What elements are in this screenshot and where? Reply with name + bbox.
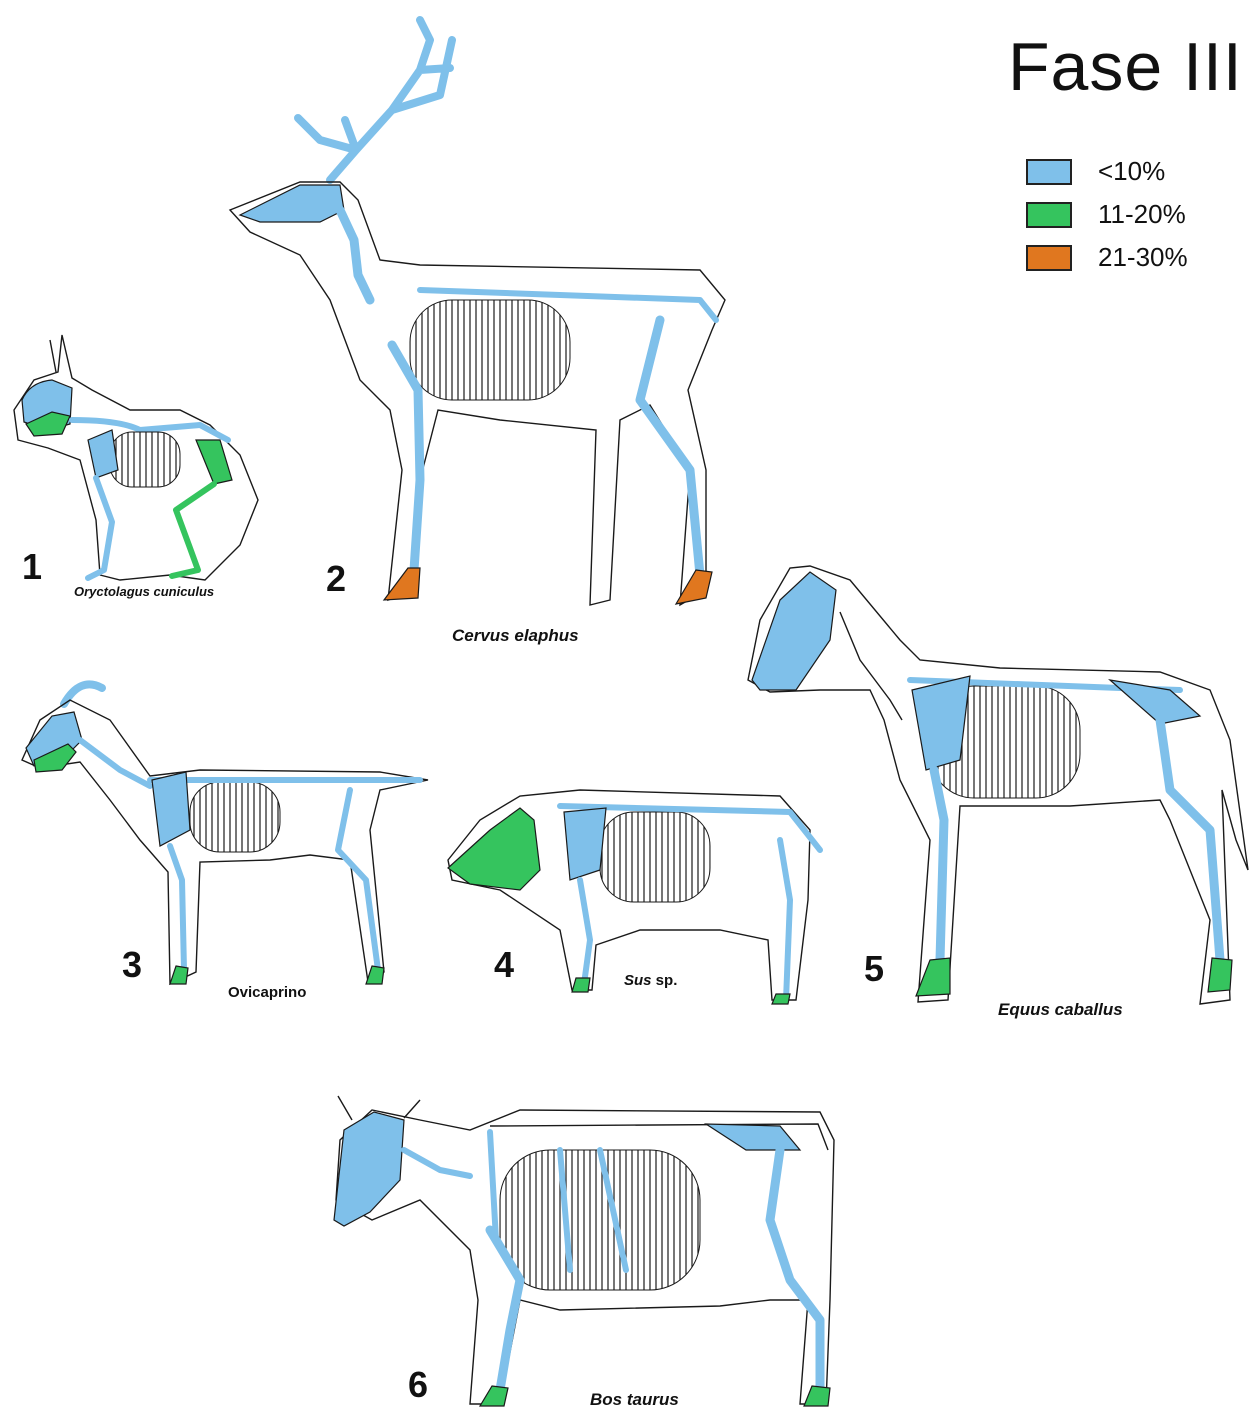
deer-skull	[240, 185, 344, 222]
rabbit-pelvis	[196, 440, 232, 484]
animal-number-4: 4	[494, 944, 514, 986]
pig-skull	[448, 808, 540, 890]
species-label-4: Sus sp.	[624, 972, 677, 989]
deer-foreleg	[392, 345, 420, 570]
goat-ribcage	[190, 782, 280, 852]
deer-antler	[298, 20, 452, 180]
deer-illustration	[230, 20, 725, 605]
species-label-6: Bos taurus	[590, 1390, 679, 1410]
species-label-4-genus: Sus	[624, 972, 652, 989]
goat-horn	[64, 684, 102, 704]
rabbit-hindleg	[172, 484, 214, 576]
cow-neck	[404, 1150, 470, 1176]
goat-front-hoof	[170, 966, 188, 984]
pig-front-hoof	[572, 978, 590, 992]
rabbit-foreleg	[88, 478, 112, 578]
animal-number-3: 3	[122, 944, 142, 986]
cow-illustration	[334, 1096, 834, 1406]
rabbit-scapula	[88, 430, 118, 478]
legend-swatch-mid	[1026, 202, 1072, 228]
legend-item-mid: 11-20%	[1026, 193, 1188, 236]
cow-front-hoof	[480, 1386, 508, 1406]
rabbit-illustration	[14, 335, 258, 580]
goat-hindleg	[338, 790, 378, 970]
horse-neck-vertebrae	[840, 612, 902, 720]
legend-label-low: <10%	[1098, 156, 1165, 187]
legend: <10% 11-20% 21-30%	[1026, 150, 1188, 279]
legend-swatch-high	[1026, 245, 1072, 271]
goat-scapula	[152, 772, 190, 846]
horse-hindleg	[1160, 720, 1220, 960]
horse-skull	[752, 572, 836, 690]
pig-scapula	[564, 808, 606, 880]
animal-number-2: 2	[326, 558, 346, 600]
species-label-3: Ovicaprino	[228, 984, 306, 1001]
animal-number-5: 5	[864, 948, 884, 990]
goat-neck	[80, 740, 150, 786]
animal-number-6: 6	[408, 1364, 428, 1406]
pig-foreleg	[580, 880, 590, 984]
goat-foreleg	[170, 846, 184, 970]
goat-illustration	[22, 684, 428, 984]
deer-hindleg	[640, 320, 700, 575]
deer-neck-vertebrae	[340, 210, 370, 300]
species-label-2: Cervus elaphus	[452, 626, 579, 646]
cow-skull	[334, 1112, 404, 1226]
cow-hindleg	[770, 1150, 820, 1390]
species-label-1: Oryctolagus cuniculus	[74, 584, 214, 599]
horse-foreleg	[934, 770, 944, 960]
rabbit-ribcage	[110, 432, 180, 487]
legend-label-mid: 11-20%	[1098, 199, 1186, 230]
horse-illustration	[748, 566, 1248, 1004]
pig-ribcage	[600, 812, 710, 902]
legend-label-high: 21-30%	[1098, 242, 1188, 273]
legend-item-low: <10%	[1026, 150, 1188, 193]
cow-hind-hoof	[804, 1386, 830, 1406]
species-label-4-suffix: sp.	[652, 972, 678, 989]
legend-swatch-low	[1026, 159, 1072, 185]
pig-hind-hoof	[772, 994, 790, 1004]
goat-hind-hoof	[366, 966, 384, 984]
cow-pelvis	[706, 1124, 800, 1150]
deer-ribcage	[410, 300, 570, 400]
horse-hind-hoof	[1208, 958, 1232, 992]
cow-ribcage	[500, 1150, 700, 1290]
species-label-5: Equus caballus	[998, 1000, 1123, 1020]
pig-hindleg	[780, 840, 790, 1000]
figure-title: Fase III	[1008, 28, 1243, 106]
animal-number-1: 1	[22, 546, 42, 588]
legend-item-high: 21-30%	[1026, 236, 1188, 279]
